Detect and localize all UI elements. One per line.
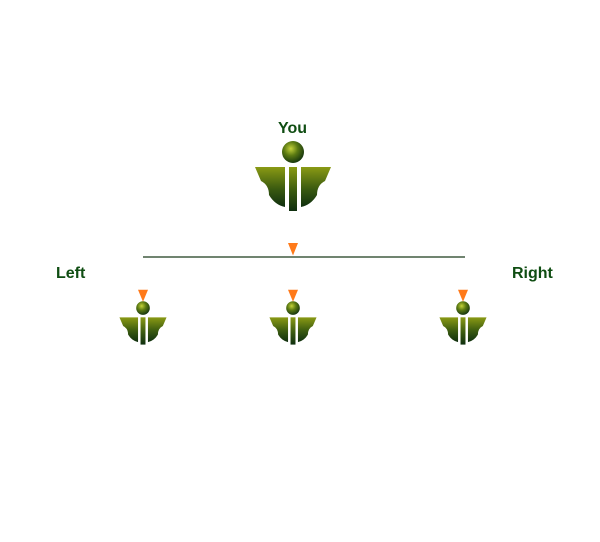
person-icon-middle-child bbox=[269, 301, 317, 345]
person-icon-left-child bbox=[119, 301, 167, 345]
label-right: Right bbox=[512, 265, 553, 282]
label-you: You bbox=[278, 120, 308, 137]
label-left: Left bbox=[56, 265, 86, 282]
arrow-down-icon-right bbox=[456, 259, 470, 303]
arrow-down-icon-left bbox=[136, 259, 150, 303]
arrow-down-icon-top bbox=[286, 211, 300, 257]
person-icon-right-child bbox=[439, 301, 487, 345]
person-icon-you bbox=[255, 141, 331, 211]
arrow-down-icon-middle bbox=[286, 259, 300, 303]
